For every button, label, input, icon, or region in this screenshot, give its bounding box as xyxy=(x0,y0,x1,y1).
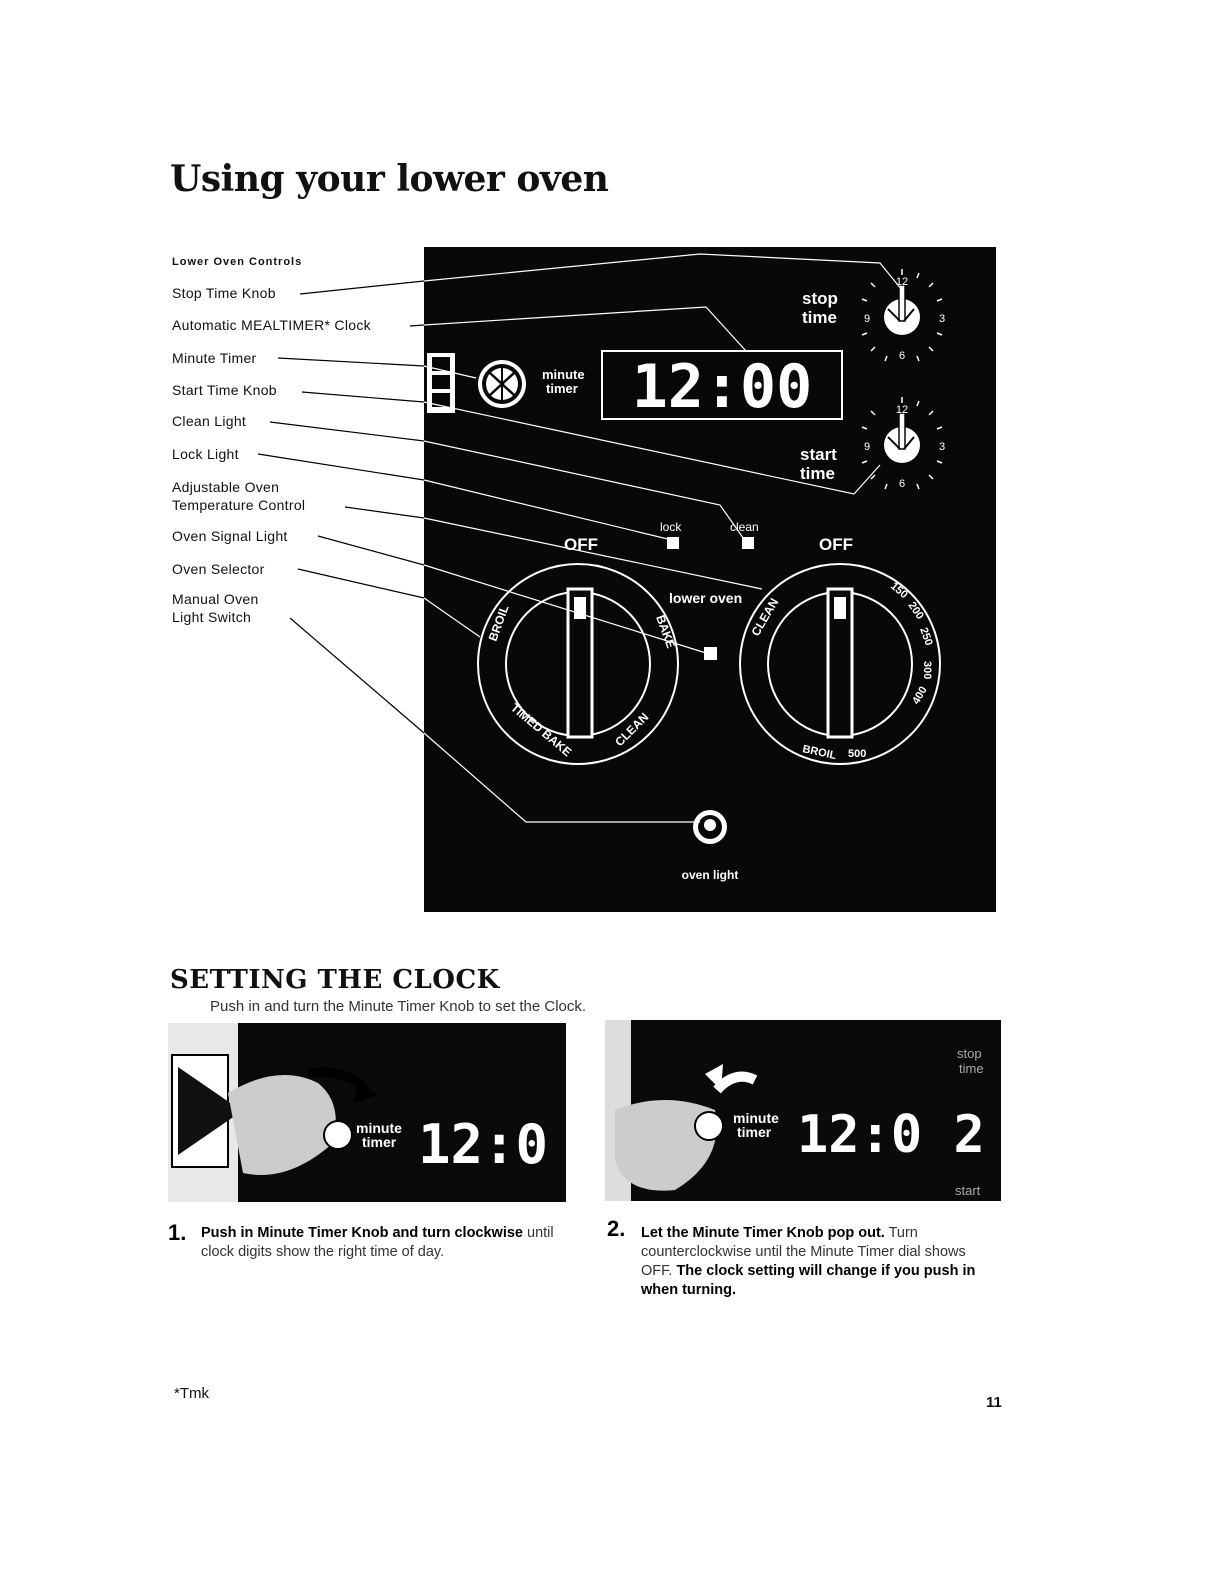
lock-light-icon xyxy=(667,537,679,549)
temp-500: 500 xyxy=(848,748,866,760)
step1-timer-label: timer xyxy=(362,1134,397,1150)
temp-400: 400 xyxy=(910,685,930,707)
step1-number: 1. xyxy=(168,1220,187,1245)
start-dial-6: 6 xyxy=(899,478,905,490)
stop-dial-3: 3 xyxy=(939,313,945,325)
callout-header: Lower Oven Controls xyxy=(172,256,303,268)
step2-clock-display: 12:0 2 xyxy=(797,1105,985,1165)
clean-light-icon xyxy=(742,537,754,549)
stop-time-knob[interactable]: 12 3 6 9 xyxy=(861,269,945,362)
mealtimer-clock-display: 12:00 xyxy=(601,350,843,422)
step2-minute-label: minute xyxy=(733,1110,779,1126)
oven-signal-light-icon xyxy=(704,647,717,660)
selector-broil: BROIL xyxy=(486,603,512,643)
step1-photo-drawing: minute timer 12:0 xyxy=(168,1023,548,1202)
start-time-label: start xyxy=(800,445,837,464)
step2-bold2: The clock setting will change if you pus… xyxy=(641,1263,976,1298)
temperature-control-knob[interactable]: CLEAN 150 200 250 300 400 500 BROIL xyxy=(739,563,941,765)
start-dial-9: 9 xyxy=(864,441,870,453)
trademark-footnote: *Tmk xyxy=(174,1385,209,1402)
callout-adjustable-oven: Adjustable Oven xyxy=(172,479,280,495)
off-label-left: OFF xyxy=(564,535,598,554)
oven-light-label: oven light xyxy=(682,868,739,882)
callout-light-switch: Light Switch xyxy=(172,609,252,625)
step1-rest: until clock digits show the right time o… xyxy=(201,1225,554,1260)
clock-digits: 12:00 xyxy=(632,352,813,422)
step2-time-label: time xyxy=(959,1061,984,1076)
stop-dial-9: 9 xyxy=(864,313,870,325)
callout-lock-light: Lock Light xyxy=(172,446,239,462)
callout-manual-oven: Manual Oven xyxy=(172,591,259,607)
section-title: SETTING THE CLOCK xyxy=(170,965,500,995)
step1-bold: Push in Minute Timer Knob and turn clock… xyxy=(201,1225,523,1241)
start-time-label-2: time xyxy=(800,464,835,483)
page-number: 11 xyxy=(986,1394,1002,1411)
stop-time-label: stop xyxy=(802,289,838,308)
off-label-right: OFF xyxy=(819,535,853,554)
callout-temperature-control: Temperature Control xyxy=(172,497,306,513)
step2-number: 2. xyxy=(607,1216,626,1241)
step2-timer-label: timer xyxy=(737,1124,772,1140)
control-panel-drawing: 12 3 6 9 12 3 6 9 stop time start time xyxy=(427,269,945,882)
step2-photo: minute timer 12:0 2 stop time start xyxy=(605,1020,1001,1201)
step2-bold: Let the Minute Timer Knob pop out. xyxy=(641,1225,885,1241)
callout-mealtimer-clock: Automatic MEALTIMER* Clock xyxy=(172,317,371,333)
step2-photo-drawing: minute timer 12:0 2 stop time start xyxy=(605,1020,985,1201)
lock-light-label: lock xyxy=(660,520,682,534)
callout-clean-light: Clean Light xyxy=(172,413,247,429)
step1-text: Push in Minute Timer Knob and turn clock… xyxy=(201,1224,561,1262)
minute-timer-label-2: timer xyxy=(546,381,578,396)
control-panel-illustration: 12 3 6 9 12 3 6 9 stop time start time xyxy=(424,247,996,912)
stop-dial-12: 12 xyxy=(896,276,908,288)
selector-clean: CLEAN xyxy=(612,710,651,749)
callout-stop-time-knob: Stop Time Knob xyxy=(172,285,276,301)
step2-stop-label: stop xyxy=(957,1046,982,1061)
temp-300: 300 xyxy=(921,661,933,679)
callout-start-time-knob: Start Time Knob xyxy=(172,382,277,398)
start-time-knob[interactable]: 12 3 6 9 xyxy=(861,397,945,490)
step2-rest: Turn counterclockwise until the Minute T… xyxy=(641,1225,966,1279)
callout-minute-timer: Minute Timer xyxy=(172,350,257,366)
section-intro: Push in and turn the Minute Timer Knob t… xyxy=(210,998,587,1015)
lower-oven-label: lower oven xyxy=(669,590,742,606)
callout-oven-selector: Oven Selector xyxy=(172,561,265,577)
step2-start-label: start xyxy=(955,1183,981,1198)
clean-light-label: clean xyxy=(730,520,759,534)
step1-clock-display: 12:0 xyxy=(418,1113,548,1176)
step2-text: Let the Minute Timer Knob pop out. Turn … xyxy=(641,1224,981,1300)
oven-selector-knob[interactable]: BROIL BAKE TIMED BAKE CLEAN xyxy=(477,563,679,765)
selector-timed-bake: TIMED BAKE xyxy=(508,701,574,760)
stop-time-label-2: time xyxy=(802,308,837,327)
minute-timer-knob[interactable] xyxy=(427,353,526,413)
stop-dial-6: 6 xyxy=(899,350,905,362)
temp-150: 150 xyxy=(888,580,910,601)
selector-bake: BAKE xyxy=(653,613,678,650)
callout-oven-signal-light: Oven Signal Light xyxy=(172,528,288,544)
start-dial-3: 3 xyxy=(939,441,945,453)
oven-light-switch[interactable] xyxy=(693,810,727,844)
start-dial-12: 12 xyxy=(896,404,908,416)
step1-photo: minute timer 12:0 xyxy=(168,1023,566,1202)
page-title: Using your lower oven xyxy=(170,158,609,200)
step1-minute-label: minute xyxy=(356,1120,402,1136)
minute-timer-label: minute xyxy=(542,367,585,382)
temp-200: 200 xyxy=(906,600,926,622)
temp-250: 250 xyxy=(917,626,935,647)
